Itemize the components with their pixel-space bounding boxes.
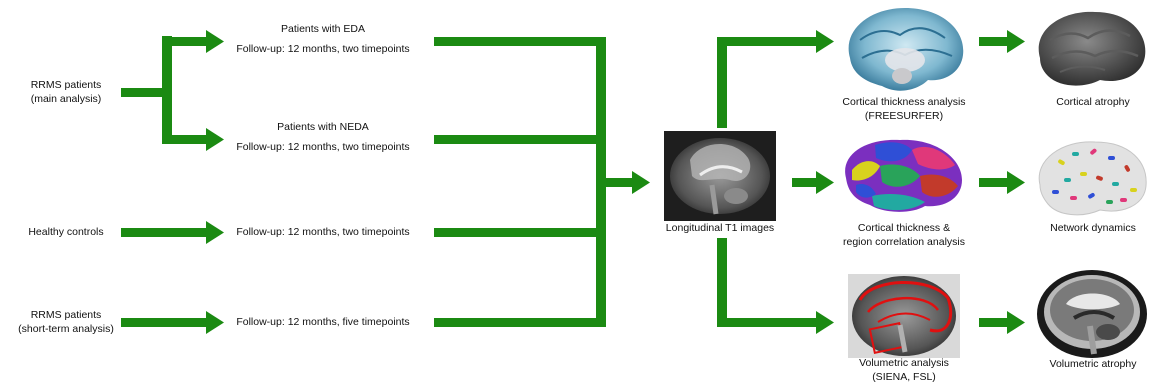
- healthy-followup-label: Follow-up: 12 months, two timepoints: [236, 226, 410, 238]
- volumetric-analysis-label: Volumetric analysis (SIENA, FSL): [859, 356, 949, 384]
- rrms-short-line2: (short-term analysis): [18, 323, 114, 335]
- cortical-atrophy-brain-image: [1038, 11, 1146, 86]
- neda-cohort-label: Patients with NEDA Follow-up: 12 months,…: [236, 120, 409, 154]
- cortical-thickness-line1: Cortical thickness analysis: [842, 96, 966, 108]
- merge-healthy: [434, 228, 604, 237]
- branch-down-shaft: [717, 318, 818, 327]
- arrow-split-vertical: [162, 36, 172, 144]
- arrow-to-eda-shaft: [162, 37, 208, 46]
- arrow-rrms-main-stem: [121, 88, 166, 97]
- volumetric-line2: (SIENA, FSL): [872, 371, 936, 383]
- branch-mid-head: [816, 171, 834, 194]
- branch-up-head: [816, 30, 834, 53]
- rrms-short-label: RRMS patients (short-term analysis): [18, 308, 114, 336]
- arrow-to-eda-head: [206, 30, 224, 53]
- parcellated-brain-image: [845, 139, 962, 212]
- eda-followup: Follow-up: 12 months, two timepoints: [236, 43, 410, 55]
- network-dynamics-brain-image: [1038, 141, 1147, 216]
- rrms-short-line1: RRMS patients: [30, 309, 102, 321]
- arrow-short-shaft: [121, 318, 208, 327]
- branch-down-head: [816, 311, 834, 334]
- branch-mid-shaft: [792, 178, 818, 187]
- arrow-to-neda-shaft: [162, 135, 208, 144]
- region-correlation-line1: Cortical thickness &: [857, 222, 951, 234]
- arrow-ct-outcome-shaft: [979, 37, 1009, 46]
- merge-neda: [434, 135, 604, 144]
- network-dynamics-label: Network dynamics: [1050, 222, 1136, 234]
- eda-title: Patients with EDA: [280, 23, 366, 35]
- merge-eda: [434, 37, 604, 46]
- neda-followup: Follow-up: 12 months, two timepoints: [236, 141, 410, 153]
- cortical-thickness-line2: (FREESURFER): [864, 110, 944, 122]
- rrms-main-line2: (main analysis): [30, 93, 102, 105]
- region-correlation-label: Cortical thickness & region correlation …: [843, 221, 965, 249]
- arrow-to-t1-head: [632, 171, 650, 194]
- rrms-main-line1: RRMS patients: [30, 79, 102, 91]
- volumetric-mri-image: [848, 274, 960, 358]
- arrow-to-t1-shaft: [596, 178, 634, 187]
- arrow-vol-outcome-shaft: [979, 318, 1009, 327]
- volumetric-line1: Volumetric analysis: [859, 357, 949, 369]
- arrow-short-head: [206, 311, 224, 334]
- short-followup-label: Follow-up: 12 months, five timepoints: [236, 316, 410, 328]
- volumetric-atrophy-mri-image: [1037, 270, 1147, 358]
- arrow-net-outcome-shaft: [979, 178, 1009, 187]
- healthy-controls-label: Healthy controls: [28, 226, 104, 238]
- rrms-main-label: RRMS patients (main analysis): [31, 78, 102, 106]
- arrow-vol-outcome-head: [1007, 311, 1025, 334]
- network-nodes: [1052, 148, 1137, 204]
- t1-mri-image: [664, 131, 776, 221]
- arrow-to-neda-head: [206, 128, 224, 151]
- arrow-net-outcome-head: [1007, 171, 1025, 194]
- volumetric-atrophy-label: Volumetric atrophy: [1049, 358, 1137, 370]
- t1-images-label: Longitudinal T1 images: [665, 222, 775, 234]
- cortical-thickness-label: Cortical thickness analysis (FREESURFER): [842, 95, 965, 123]
- branch-up-shaft: [717, 37, 818, 46]
- cortical-thickness-brain-image: [848, 8, 964, 91]
- flow-arrows: [121, 30, 1025, 334]
- cortical-atrophy-label: Cortical atrophy: [1056, 96, 1130, 108]
- branch-down-vertical: [717, 238, 727, 327]
- neda-title: Patients with NEDA: [277, 121, 369, 133]
- arrow-healthy-head: [206, 221, 224, 244]
- region-correlation-line2: region correlation analysis: [843, 236, 965, 248]
- arrow-ct-outcome-head: [1007, 30, 1025, 53]
- merge-short: [434, 318, 604, 327]
- eda-cohort-label: Patients with EDA Follow-up: 12 months, …: [236, 22, 409, 56]
- arrow-healthy-shaft: [121, 228, 208, 237]
- branch-up-vertical: [717, 37, 727, 128]
